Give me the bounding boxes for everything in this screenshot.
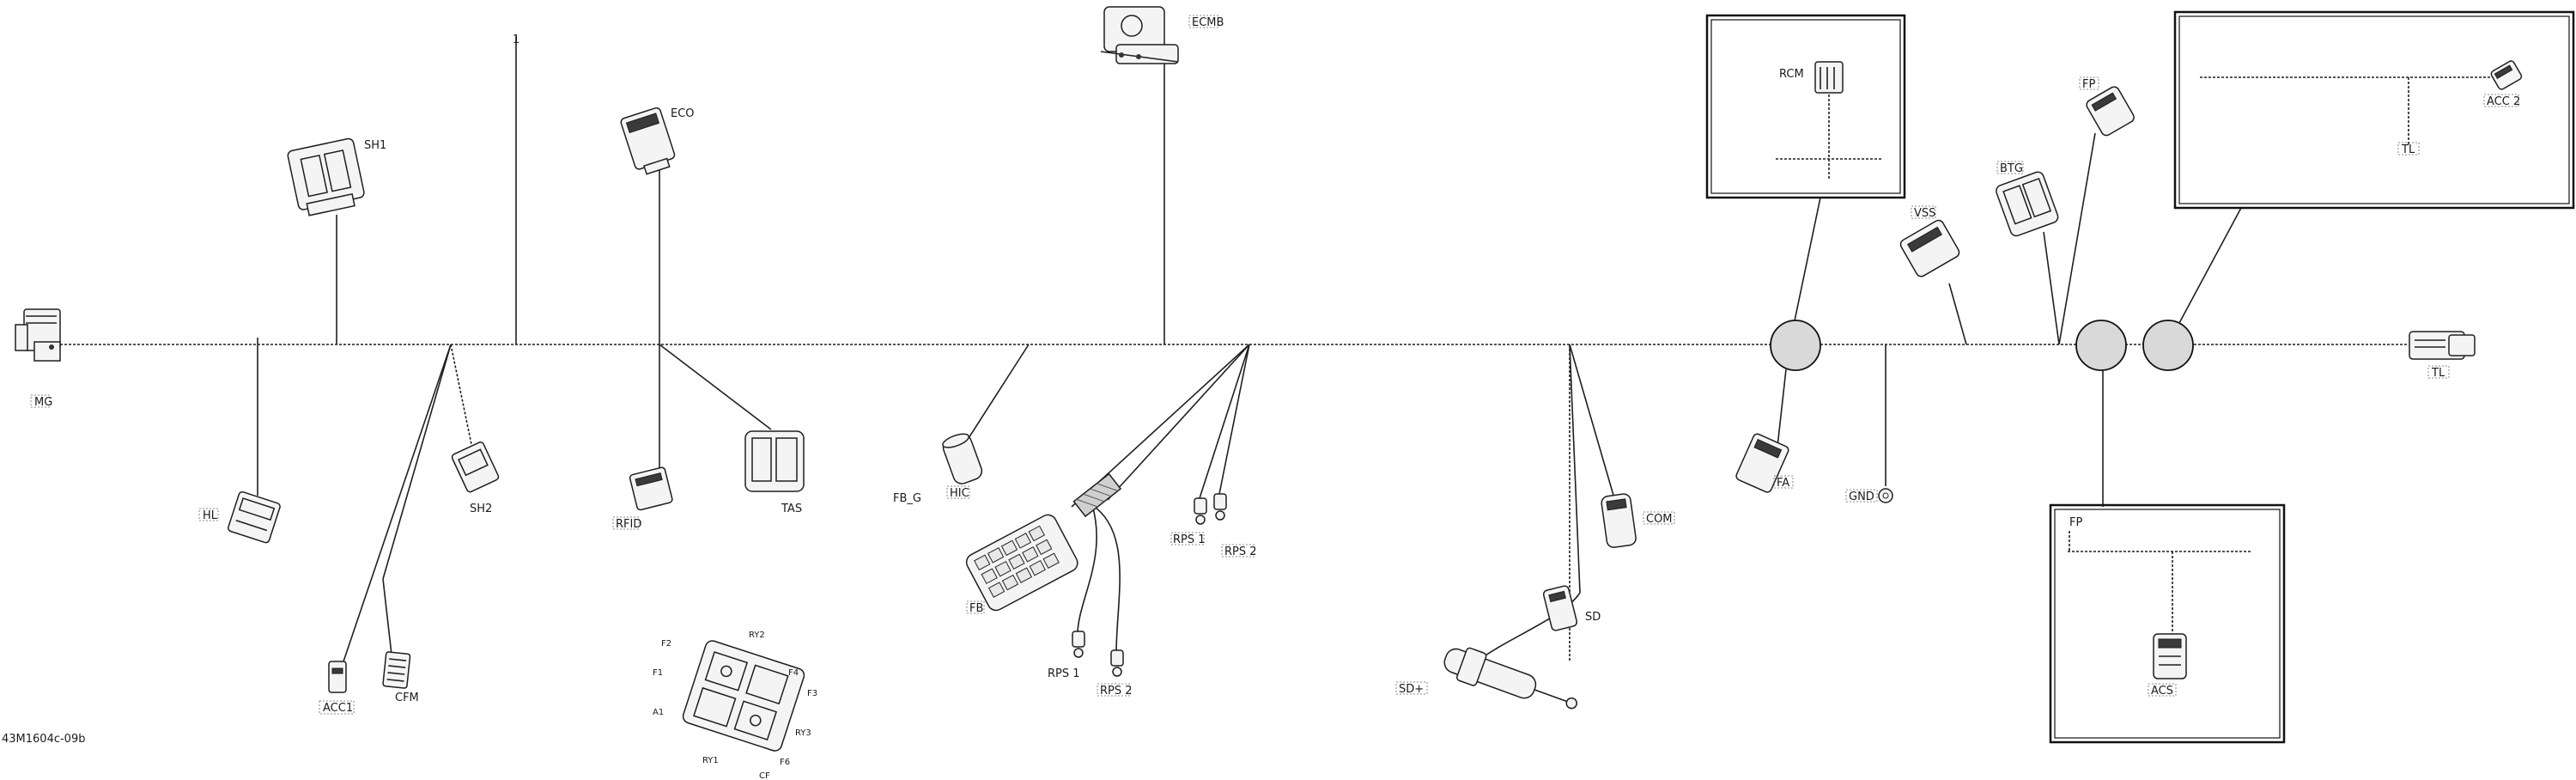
sd-label: SD — [1585, 611, 1601, 624]
fp-top-label: FP — [2082, 78, 2095, 91]
drawing-reference: 43M1604c-09b — [2, 733, 85, 746]
tas-label: TAS — [781, 503, 802, 515]
btg-label: BTG — [2000, 162, 2023, 175]
fb-connector[interactable] — [963, 512, 1080, 613]
tl-box-label: TL — [2401, 143, 2415, 156]
fuse-label-4: F3 — [807, 689, 817, 698]
ecmb-label: ECMB — [1192, 16, 1224, 29]
rps2-lower-label: RPS 2 — [1100, 685, 1133, 698]
rps1-upper-label: RPS 1 — [1173, 533, 1206, 546]
rfid-connector[interactable] — [629, 466, 673, 511]
sd-plus-sensor[interactable] — [1440, 641, 1583, 721]
vss-connector[interactable] — [1899, 218, 1960, 278]
sh2-connector[interactable] — [451, 441, 500, 493]
rps2-upper-label: RPS 2 — [1224, 545, 1257, 558]
tl-detail-frame — [2173, 10, 2575, 210]
fuse-label-3: F4 — [788, 668, 799, 678]
rps-lower-branch-2 — [1077, 504, 1097, 635]
fa-connector[interactable] — [1735, 433, 1790, 494]
fp-detail-frame — [2049, 503, 2286, 744]
acc1-branch — [343, 344, 452, 662]
fb-g-label: FB_G — [893, 492, 921, 505]
sh2-branch — [450, 344, 473, 449]
btg-connector[interactable] — [1995, 170, 2060, 237]
harness-sleeve — [1072, 472, 1122, 518]
acc2-connector[interactable] — [2490, 60, 2523, 91]
hic-connector[interactable] — [940, 431, 984, 486]
sd-plus-label: SD+ — [1399, 683, 1424, 696]
cfm-label: CFM — [395, 692, 419, 704]
acc2-label: ACC 2 — [2487, 95, 2520, 108]
fb-branch-1 — [1107, 344, 1250, 501]
rcm-bubble — [1770, 320, 1821, 371]
eco-label: ECO — [671, 107, 695, 120]
sh1-connector[interactable] — [287, 137, 367, 217]
hl-connector[interactable] — [228, 491, 281, 544]
com-label: COM — [1646, 513, 1673, 526]
fa-label: FA — [1777, 477, 1789, 490]
rps-lower-branch — [1091, 504, 1121, 654]
vss-label: VSS — [1914, 207, 1935, 220]
fuse-label-1: RY2 — [749, 631, 765, 640]
rps1-branch — [1199, 344, 1250, 499]
rps1-lower-connector[interactable] — [1072, 631, 1085, 658]
cfm-connector[interactable] — [382, 651, 411, 689]
rps1-upper-connector[interactable] — [1194, 497, 1207, 525]
sd-plus-cable — [1476, 592, 1581, 662]
tl-box-leader — [2178, 207, 2242, 324]
sh2-label: SH2 — [470, 503, 492, 515]
fuse-label-8: F6 — [780, 758, 790, 767]
rps2-lower-connector[interactable] — [1110, 649, 1124, 677]
btg-branch — [2043, 231, 2060, 345]
com-branch — [1569, 344, 1615, 499]
fb-label: FB — [969, 602, 983, 615]
cfm-branch-bottom — [382, 578, 392, 655]
fuse-label-6: RY3 — [795, 728, 811, 738]
rps1-lower-label: RPS 1 — [1048, 667, 1080, 680]
fuse-label-5: A1 — [653, 708, 664, 717]
sh1-label: SH1 — [364, 139, 386, 152]
cfm-branch-top — [382, 344, 452, 580]
eco-connector[interactable] — [620, 107, 677, 176]
acc1-connector[interactable] — [328, 661, 347, 693]
hic-label: HIC — [950, 487, 969, 500]
fuse-label-9: CF — [759, 771, 770, 780]
rps2-upper-connector[interactable] — [1213, 493, 1227, 521]
hl-label: HL — [203, 509, 218, 522]
fuse-label-0: F2 — [661, 639, 671, 649]
acs-connector[interactable] — [2153, 633, 2187, 679]
vss-branch — [1948, 283, 1967, 345]
tl-right-connector[interactable] — [2409, 331, 2476, 360]
tas-branch — [659, 344, 772, 430]
rcm-connector[interactable] — [1814, 61, 1844, 94]
tl-right-label: TL — [2431, 367, 2445, 380]
sd-branch-a — [1569, 344, 1581, 594]
fuse-relay-box[interactable] — [681, 639, 805, 753]
mg-connector[interactable] — [15, 308, 61, 362]
fa-branch — [1777, 369, 1787, 448]
sd-connector[interactable] — [1542, 585, 1578, 631]
tl-box-bubble — [2142, 320, 2194, 371]
rcm-label: RCM — [1779, 68, 1804, 81]
acs-label: ACS — [2151, 685, 2173, 698]
tas-connector[interactable] — [744, 430, 805, 492]
fp-top-branch — [2058, 132, 2096, 345]
fuse-label-2: F1 — [653, 668, 663, 678]
rps2-branch — [1218, 344, 1250, 495]
rcm-detail-frame — [1705, 14, 1906, 199]
hic-branch — [968, 344, 1030, 439]
callout-number: 1 — [513, 34, 519, 46]
ecmb-connector[interactable] — [1100, 6, 1179, 64]
fp-top-connector[interactable] — [2085, 85, 2136, 137]
acc1-label: ACC1 — [323, 702, 353, 715]
fp-box-label: FP — [2069, 516, 2082, 529]
gnd-label: GND — [1849, 491, 1874, 503]
mg-label: MG — [34, 396, 52, 409]
com-connector[interactable] — [1601, 493, 1637, 548]
fp-box-bubble — [2075, 320, 2127, 371]
fuse-label-7: RY1 — [702, 756, 719, 765]
rfid-label: RFID — [616, 518, 641, 531]
